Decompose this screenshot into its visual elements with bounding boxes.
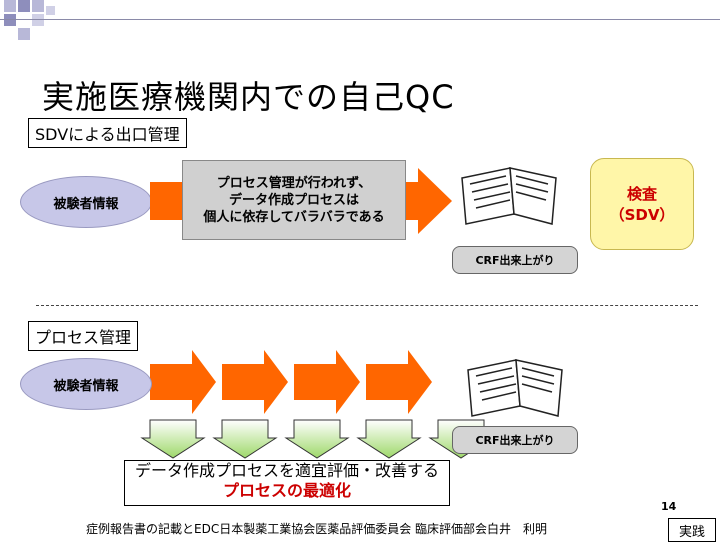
- deco-square-7: [46, 6, 55, 15]
- deco-square-2: [18, 0, 30, 12]
- deco-square-4: [4, 14, 16, 26]
- crf-complete-badge-bottom: CRF出来上がり: [452, 426, 578, 454]
- bottom-arrow-3: [294, 350, 360, 414]
- subject-info-text-bottom: 被験者情報: [53, 378, 119, 394]
- crf-complete-badge-top: CRF出来上がり: [452, 246, 578, 274]
- inspection-line-2: （SDV）: [609, 206, 675, 224]
- process-line-1: プロセス管理が行われず、: [216, 175, 372, 191]
- header-rule: [0, 19, 720, 20]
- footer-credit: 症例報告書の記載とEDC日本製薬工業協会医薬品評価委員会 臨床評価部会白井 利明: [86, 522, 548, 536]
- section-divider: [36, 305, 698, 306]
- page-title: 実施医療機関内での自己QC: [42, 78, 455, 116]
- process-line-3: 個人に依存してバラバラである: [203, 209, 385, 225]
- book-icon: [461, 167, 557, 225]
- process-line-2: データ作成プロセスは: [228, 192, 359, 208]
- optimization-box: データ作成プロセスを適宜評価・改善する プロセスの最適化: [124, 460, 450, 506]
- bottom-arrow-2: [222, 350, 288, 414]
- feedback-arrow-3: [284, 419, 350, 459]
- practice-tag: 実践: [668, 518, 716, 542]
- optimization-line-1: データ作成プロセスを適宜評価・改善する: [134, 461, 439, 480]
- process-description-box: プロセス管理が行われず、 データ作成プロセスは 個人に依存してバラバラである: [182, 160, 406, 240]
- process-management-label: プロセス管理: [28, 321, 139, 351]
- optimization-line-2: プロセスの最適化: [222, 481, 351, 500]
- feedback-arrow-4: [356, 419, 422, 459]
- page-number: 14: [661, 500, 677, 513]
- crf-complete-text-top: CRF出来上がり: [475, 254, 555, 267]
- feedback-arrows: [140, 419, 494, 459]
- deco-square-5: [32, 14, 44, 26]
- subject-info-text-top: 被験者情報: [53, 196, 119, 212]
- sdv-section-label: SDVによる出口管理: [28, 118, 187, 148]
- feedback-arrow-1: [140, 419, 206, 459]
- subject-info-ellipse-top: 被験者情報: [20, 176, 152, 228]
- inspection-box: 検査 （SDV）: [590, 158, 694, 250]
- deco-square-3: [32, 0, 44, 12]
- bottom-arrow-1: [150, 350, 216, 414]
- bottom-flow-arrows: [150, 350, 432, 414]
- bottom-arrow-4: [366, 350, 432, 414]
- inspection-line-1: 検査: [626, 185, 657, 203]
- feedback-arrow-2: [212, 419, 278, 459]
- deco-square-6: [18, 28, 30, 40]
- book-icon: [467, 359, 563, 417]
- deco-square-1: [4, 0, 16, 12]
- crf-complete-text-bottom: CRF出来上がり: [475, 434, 555, 447]
- subject-info-ellipse-bottom: 被験者情報: [20, 358, 152, 410]
